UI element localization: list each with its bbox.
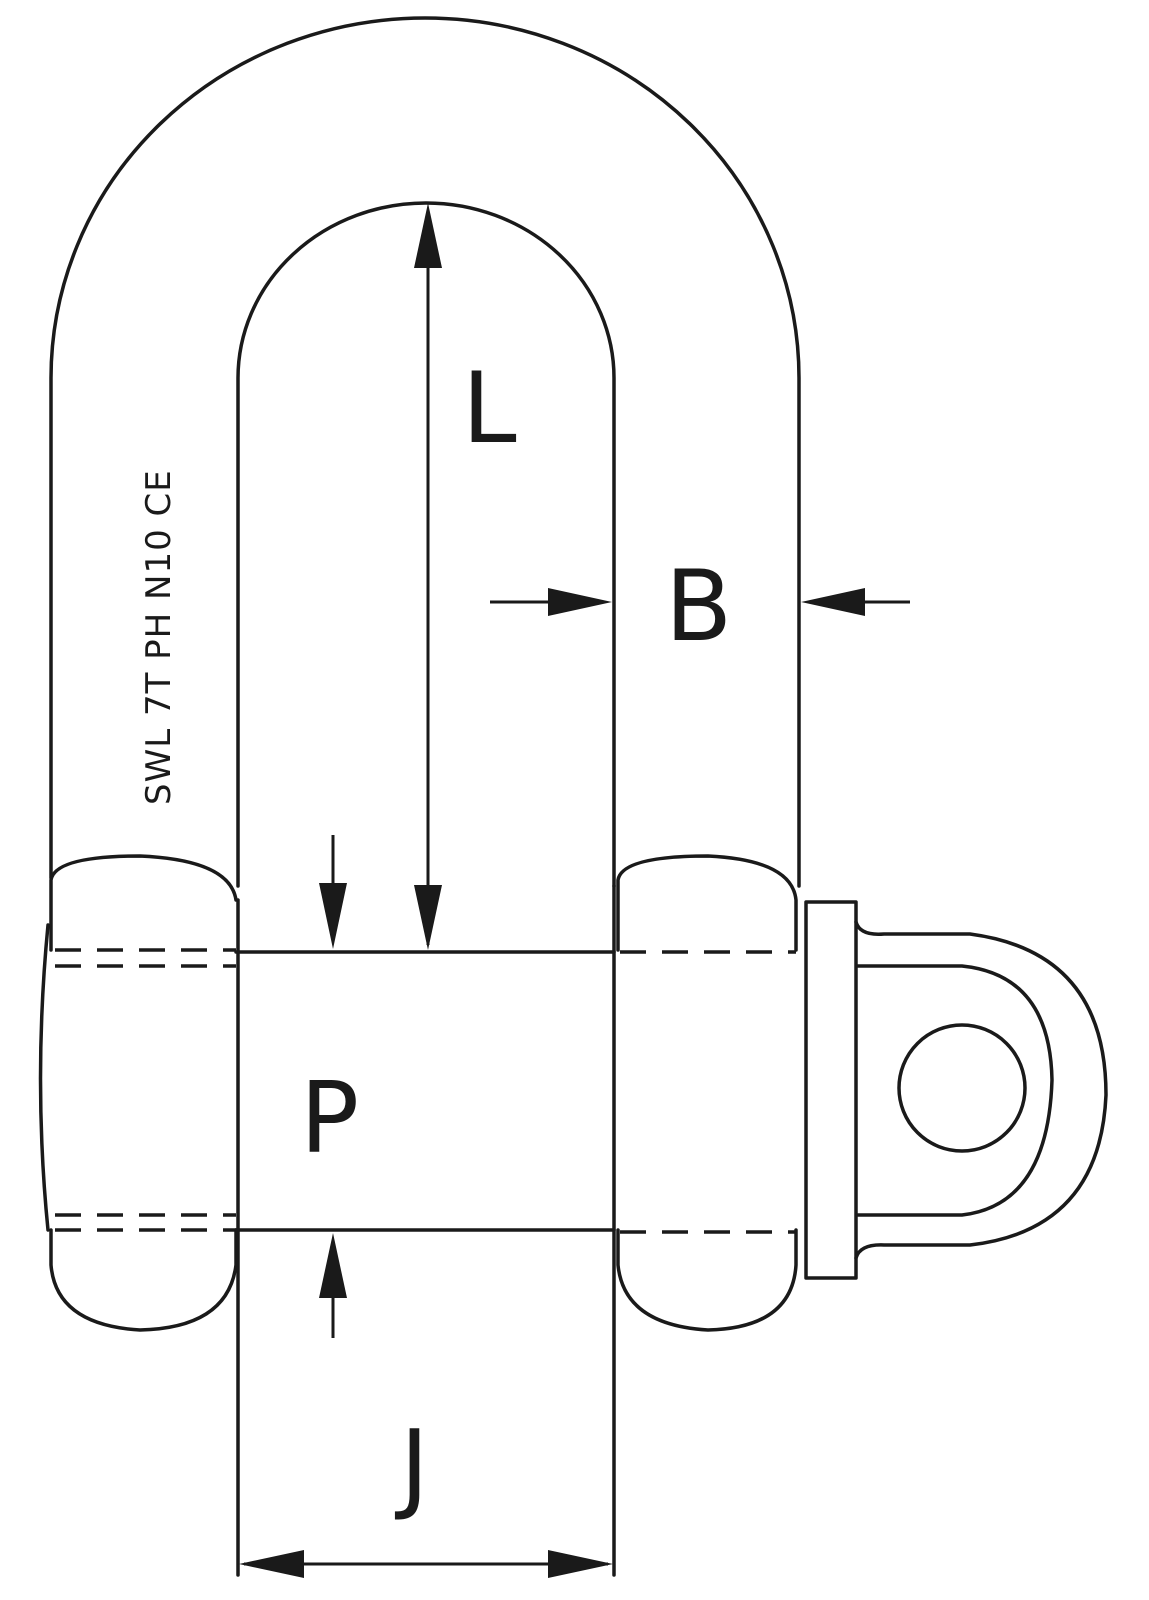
pin-eye-head [854, 920, 1108, 1260]
left-eye-top [49, 854, 238, 952]
shackle-bow-inner [236, 201, 616, 888]
dimension-p-bottom-arrow [319, 1233, 347, 1298]
right-eye-bottom [616, 1228, 798, 1332]
pin-eye-hole [897, 1023, 1027, 1153]
dimension-p-top-arrow [319, 883, 347, 949]
dimension-b-right-arrow [801, 588, 865, 616]
pin-eye-inner [856, 964, 1054, 1217]
dimension-j-arrow-right [548, 1550, 613, 1578]
label-l: L [462, 352, 517, 466]
shackle-bow-outer [49, 16, 801, 888]
dimension-l-arrow-top [414, 203, 442, 268]
label-p: P [300, 1062, 359, 1176]
shackle-marking: SWL 7T PH N10 CE [139, 469, 179, 805]
label-b: B [665, 550, 732, 664]
pin-peened-end [38, 923, 50, 1232]
label-j: J [394, 1410, 429, 1524]
dimension-b-left-arrow [548, 588, 612, 616]
pin-collar [804, 900, 858, 1280]
right-eye-top [616, 854, 798, 952]
dimension-j-arrow-left [239, 1550, 304, 1578]
dimension-l-arrow-bottom [414, 885, 442, 950]
left-eye-bottom [49, 1228, 238, 1332]
